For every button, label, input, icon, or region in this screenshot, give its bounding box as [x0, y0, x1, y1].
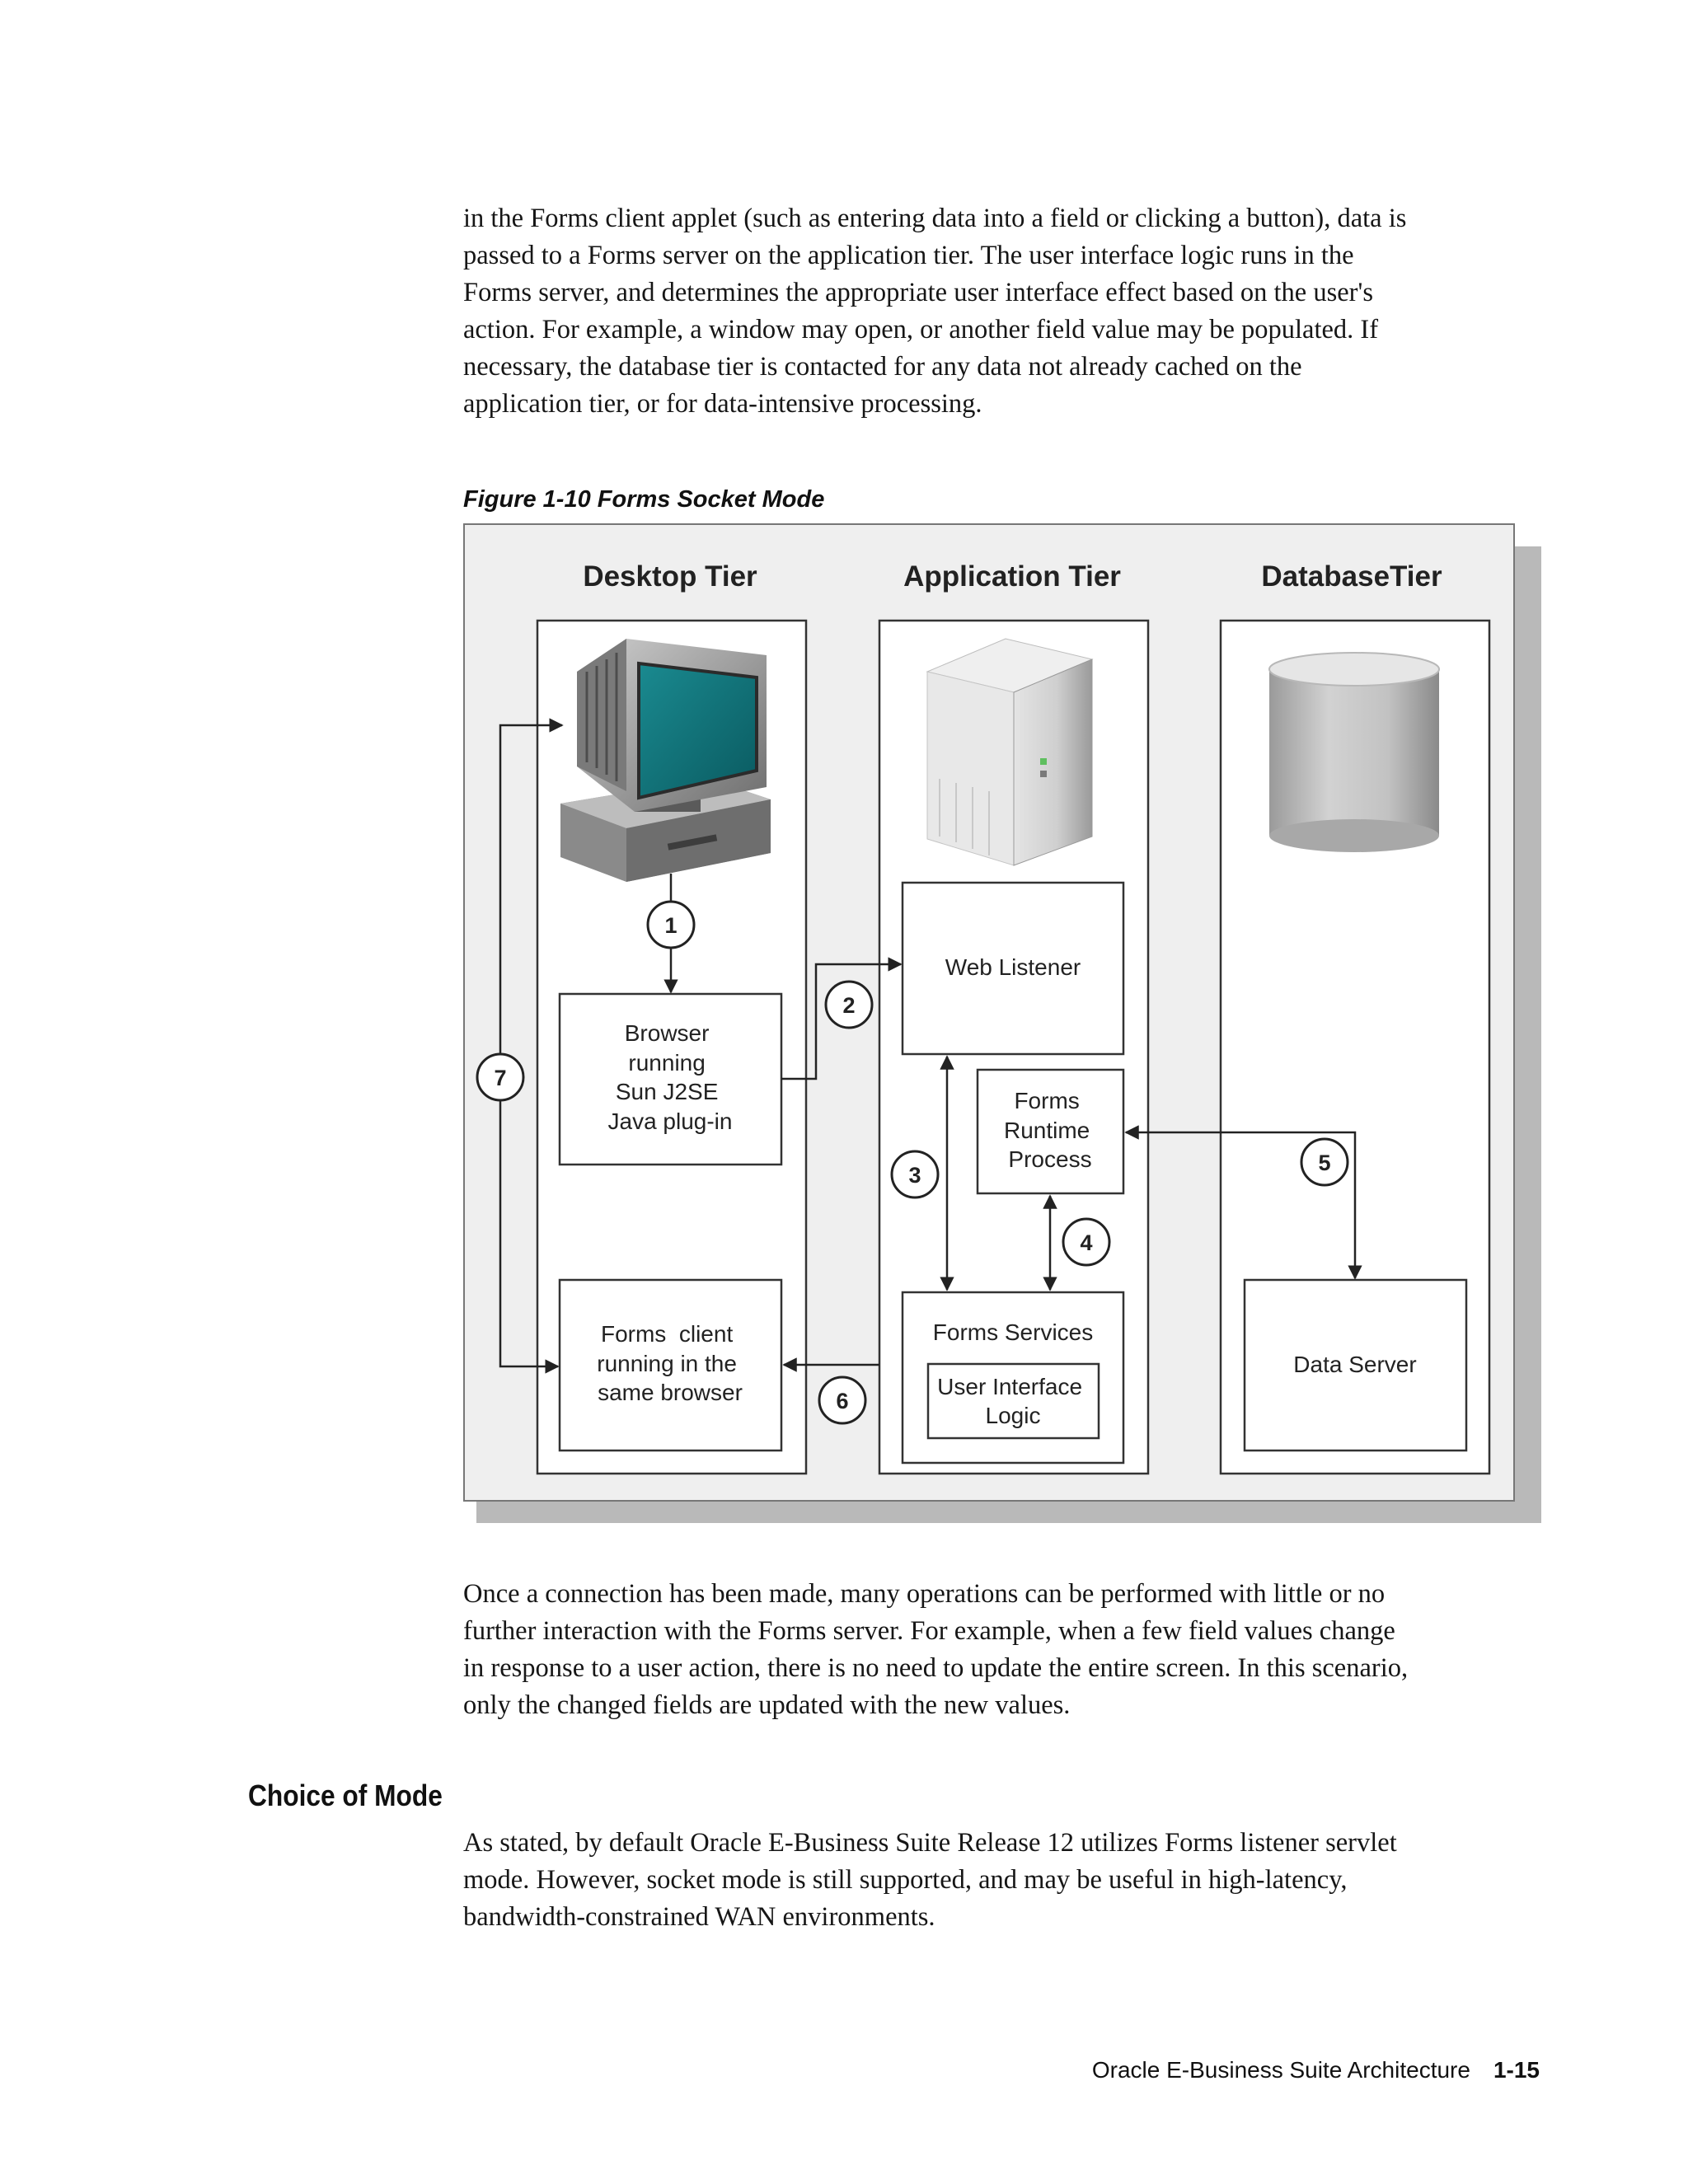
text-line: Forms server, and determines the appropr…	[463, 278, 1374, 307]
step-3-marker: 3	[890, 1150, 940, 1199]
step-6-marker: 6	[818, 1376, 867, 1425]
text-line: mode. However, socket mode is still supp…	[463, 1865, 1348, 1895]
tier-title-application: Application Tier	[903, 560, 1121, 593]
web-listener-box	[901, 881, 1125, 1056]
text-line: Once a connection has been made, many op…	[463, 1579, 1386, 1609]
tier-title-desktop: Desktop Tier	[583, 560, 757, 593]
text-line: in the Forms client applet (such as ente…	[463, 204, 1407, 233]
tier-title-database: DatabaseTier	[1261, 560, 1442, 593]
text-line: in response to a user action, there is n…	[463, 1653, 1409, 1683]
step-4-marker: 4	[1062, 1217, 1111, 1267]
step-5-marker: 5	[1300, 1137, 1349, 1187]
text-line: only the changed fields are updated with…	[463, 1690, 1071, 1720]
svg-text:3: 3	[908, 1163, 921, 1188]
text-line: As stated, by default Oracle E-Business …	[463, 1828, 1397, 1858]
svg-text:7: 7	[494, 1066, 506, 1090]
text-line: bandwidth-constrained WAN environments.	[463, 1902, 935, 1932]
svg-text:5: 5	[1318, 1151, 1330, 1175]
database-cylinder-icon	[1268, 652, 1440, 852]
forms-client-box	[558, 1278, 783, 1452]
browser-box-label: Browser running Sun J2SE Java plug-in	[608, 1020, 733, 1134]
text-line: necessary, the database tier is contacte…	[463, 352, 1302, 382]
web-listener-label: Web Listener	[945, 954, 1081, 980]
svg-text:1: 1	[664, 913, 677, 938]
section-heading: Choice of Mode	[248, 1779, 443, 1812]
forms-runtime-label: Forms Runtime Process	[1004, 1088, 1096, 1172]
text-line: application tier, or for data-intensive …	[463, 389, 982, 419]
step-2-marker: 2	[824, 980, 874, 1029]
server-icon	[926, 638, 1094, 866]
page-footer: Oracle E-Business Suite Architecture 1-15	[1092, 2055, 1540, 2085]
figure-caption: Figure 1-10 Forms Socket Mode	[463, 486, 825, 513]
text-line: passed to a Forms server on the applicat…	[463, 241, 1354, 270]
choice-of-mode-paragraph: As stated, by default Oracle E-Business …	[463, 1825, 1551, 1936]
svg-text:4: 4	[1080, 1230, 1092, 1255]
data-server-box	[1243, 1278, 1468, 1452]
intro-paragraph: in the Forms client applet (such as ente…	[463, 200, 1551, 423]
ui-logic-label: User Interface Logic	[937, 1374, 1089, 1428]
forms-runtime-box	[976, 1068, 1125, 1195]
step-7-marker: 7	[476, 1052, 525, 1102]
data-server-label: Data Server	[1293, 1352, 1416, 1377]
arrow-step-2	[781, 957, 903, 1080]
forms-services-label: Forms Services	[933, 1319, 1093, 1345]
browser-box	[558, 992, 783, 1166]
text-line: further interaction with the Forms serve…	[463, 1616, 1395, 1646]
forms-client-box-label: Forms client running in the same browser	[597, 1321, 743, 1405]
ui-logic-box	[926, 1362, 1100, 1440]
desktop-computer-icon	[560, 639, 771, 882]
svg-text:6: 6	[836, 1389, 848, 1413]
footer-title: Oracle E-Business Suite Architecture	[1091, 2057, 1470, 2083]
text-line: action. For example, a window may open, …	[463, 315, 1379, 344]
page-number: 1-15	[1493, 2057, 1540, 2083]
svg-text:2: 2	[842, 993, 855, 1018]
step-1-marker: 1	[646, 900, 696, 949]
arrow-step-7	[499, 718, 564, 1374]
arrow-step-5	[1124, 1125, 1362, 1280]
connection-paragraph: Once a connection has been made, many op…	[463, 1576, 1551, 1724]
